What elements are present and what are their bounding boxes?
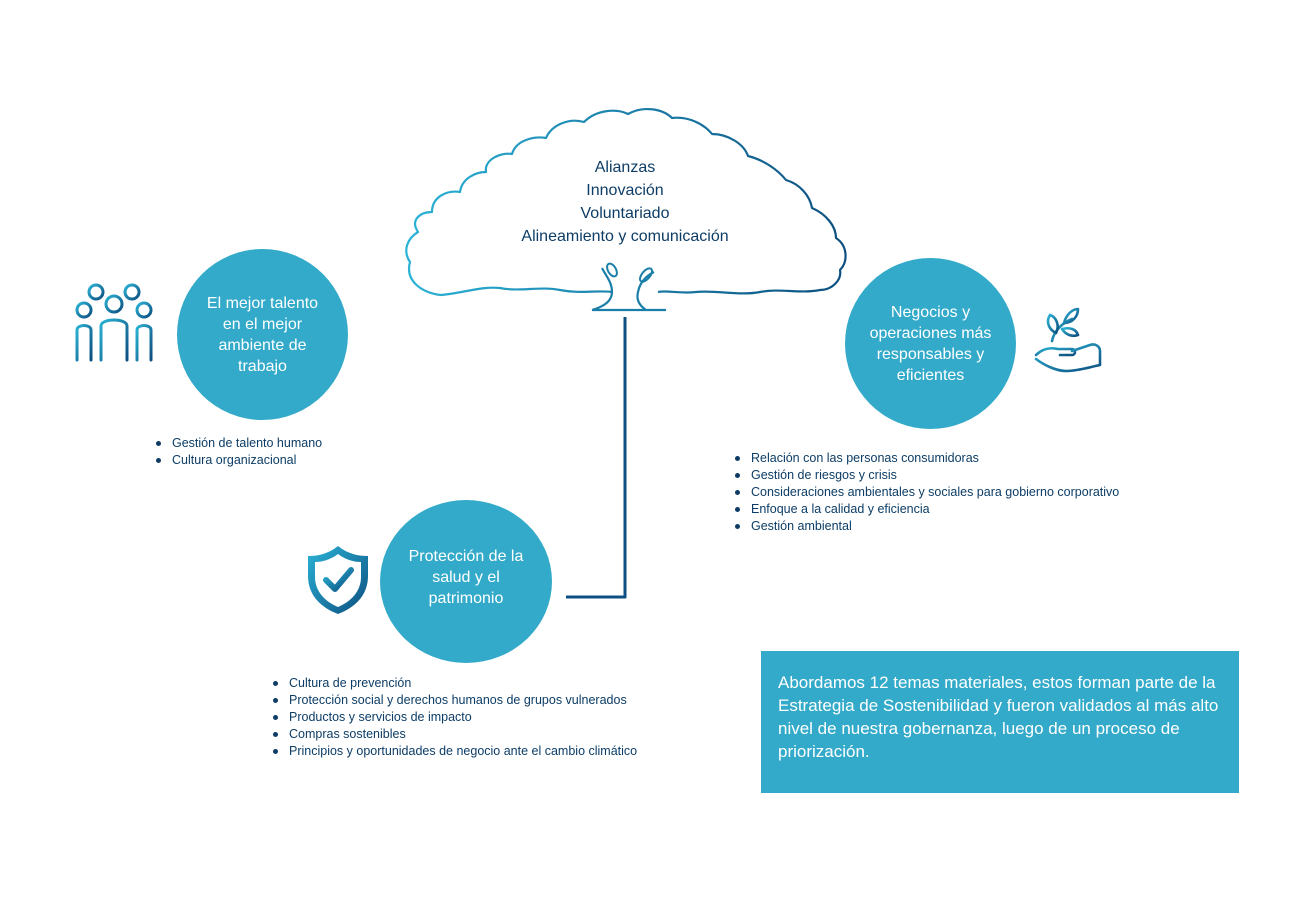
shield-check-icon [308,546,368,614]
tree-leaf [606,262,618,278]
topic-item: Relación con las personas consumidoras [733,450,1119,467]
topic-item: Productos y servicios de impacto [271,709,637,726]
topic-item: Consideraciones ambientales y sociales p… [733,484,1119,501]
topic-item: Enfoque a la calidad y eficiencia [733,501,1119,518]
topic-item: Cultura de prevención [271,675,637,692]
topic-item: Gestión ambiental [733,518,1119,535]
pillar-title-talent: El mejor talento en el mejor ambiente de… [206,294,319,375]
pillar-title-protection: Protección de la salud y el patrimonio [408,548,524,607]
summary-text: Abordamos 12 temas materiales, estos for… [778,673,1219,761]
topic-item: Gestión de talento humano [154,435,322,452]
pillar-title-business: Negocios y operaciones más responsables … [869,303,992,384]
hand-with-plant-icon [1034,307,1102,373]
tree-theme: Alineamiento y comunicación [521,228,729,245]
tree-trunk [591,267,666,312]
topic-list-talent: Gestión de talento humano Cultura organi… [154,435,322,469]
topic-item: Gestión de riesgos y crisis [733,467,1119,484]
topic-item: Principios y oportunidades de negocio an… [271,743,637,760]
tree-core-themes: Alianzas Innovación Voluntariado Alineam… [480,156,770,248]
tree-theme: Alianzas [594,159,656,176]
pillar-circle-business: Negocios y operaciones más responsables … [845,258,1016,429]
tree-theme: Voluntariado [580,205,670,222]
tree-canopy-outline [405,108,847,297]
topic-list-protection: Cultura de prevención Protección social … [271,675,637,760]
summary-box: Abordamos 12 temas materiales, estos for… [761,651,1239,793]
tree-leaf [639,267,653,283]
topic-item: Cultura organizacional [154,452,322,469]
tree-theme: Innovación [586,182,664,199]
topic-item: Protección social y derechos humanos de … [271,692,637,709]
topic-item: Compras sostenibles [271,726,637,743]
pillar-circle-protection: Protección de la salud y el patrimonio [380,500,552,663]
pillar-circle-talent: El mejor talento en el mejor ambiente de… [177,249,348,420]
topic-list-business: Relación con las personas consumidoras G… [733,450,1119,535]
people-group-icon [75,283,153,362]
